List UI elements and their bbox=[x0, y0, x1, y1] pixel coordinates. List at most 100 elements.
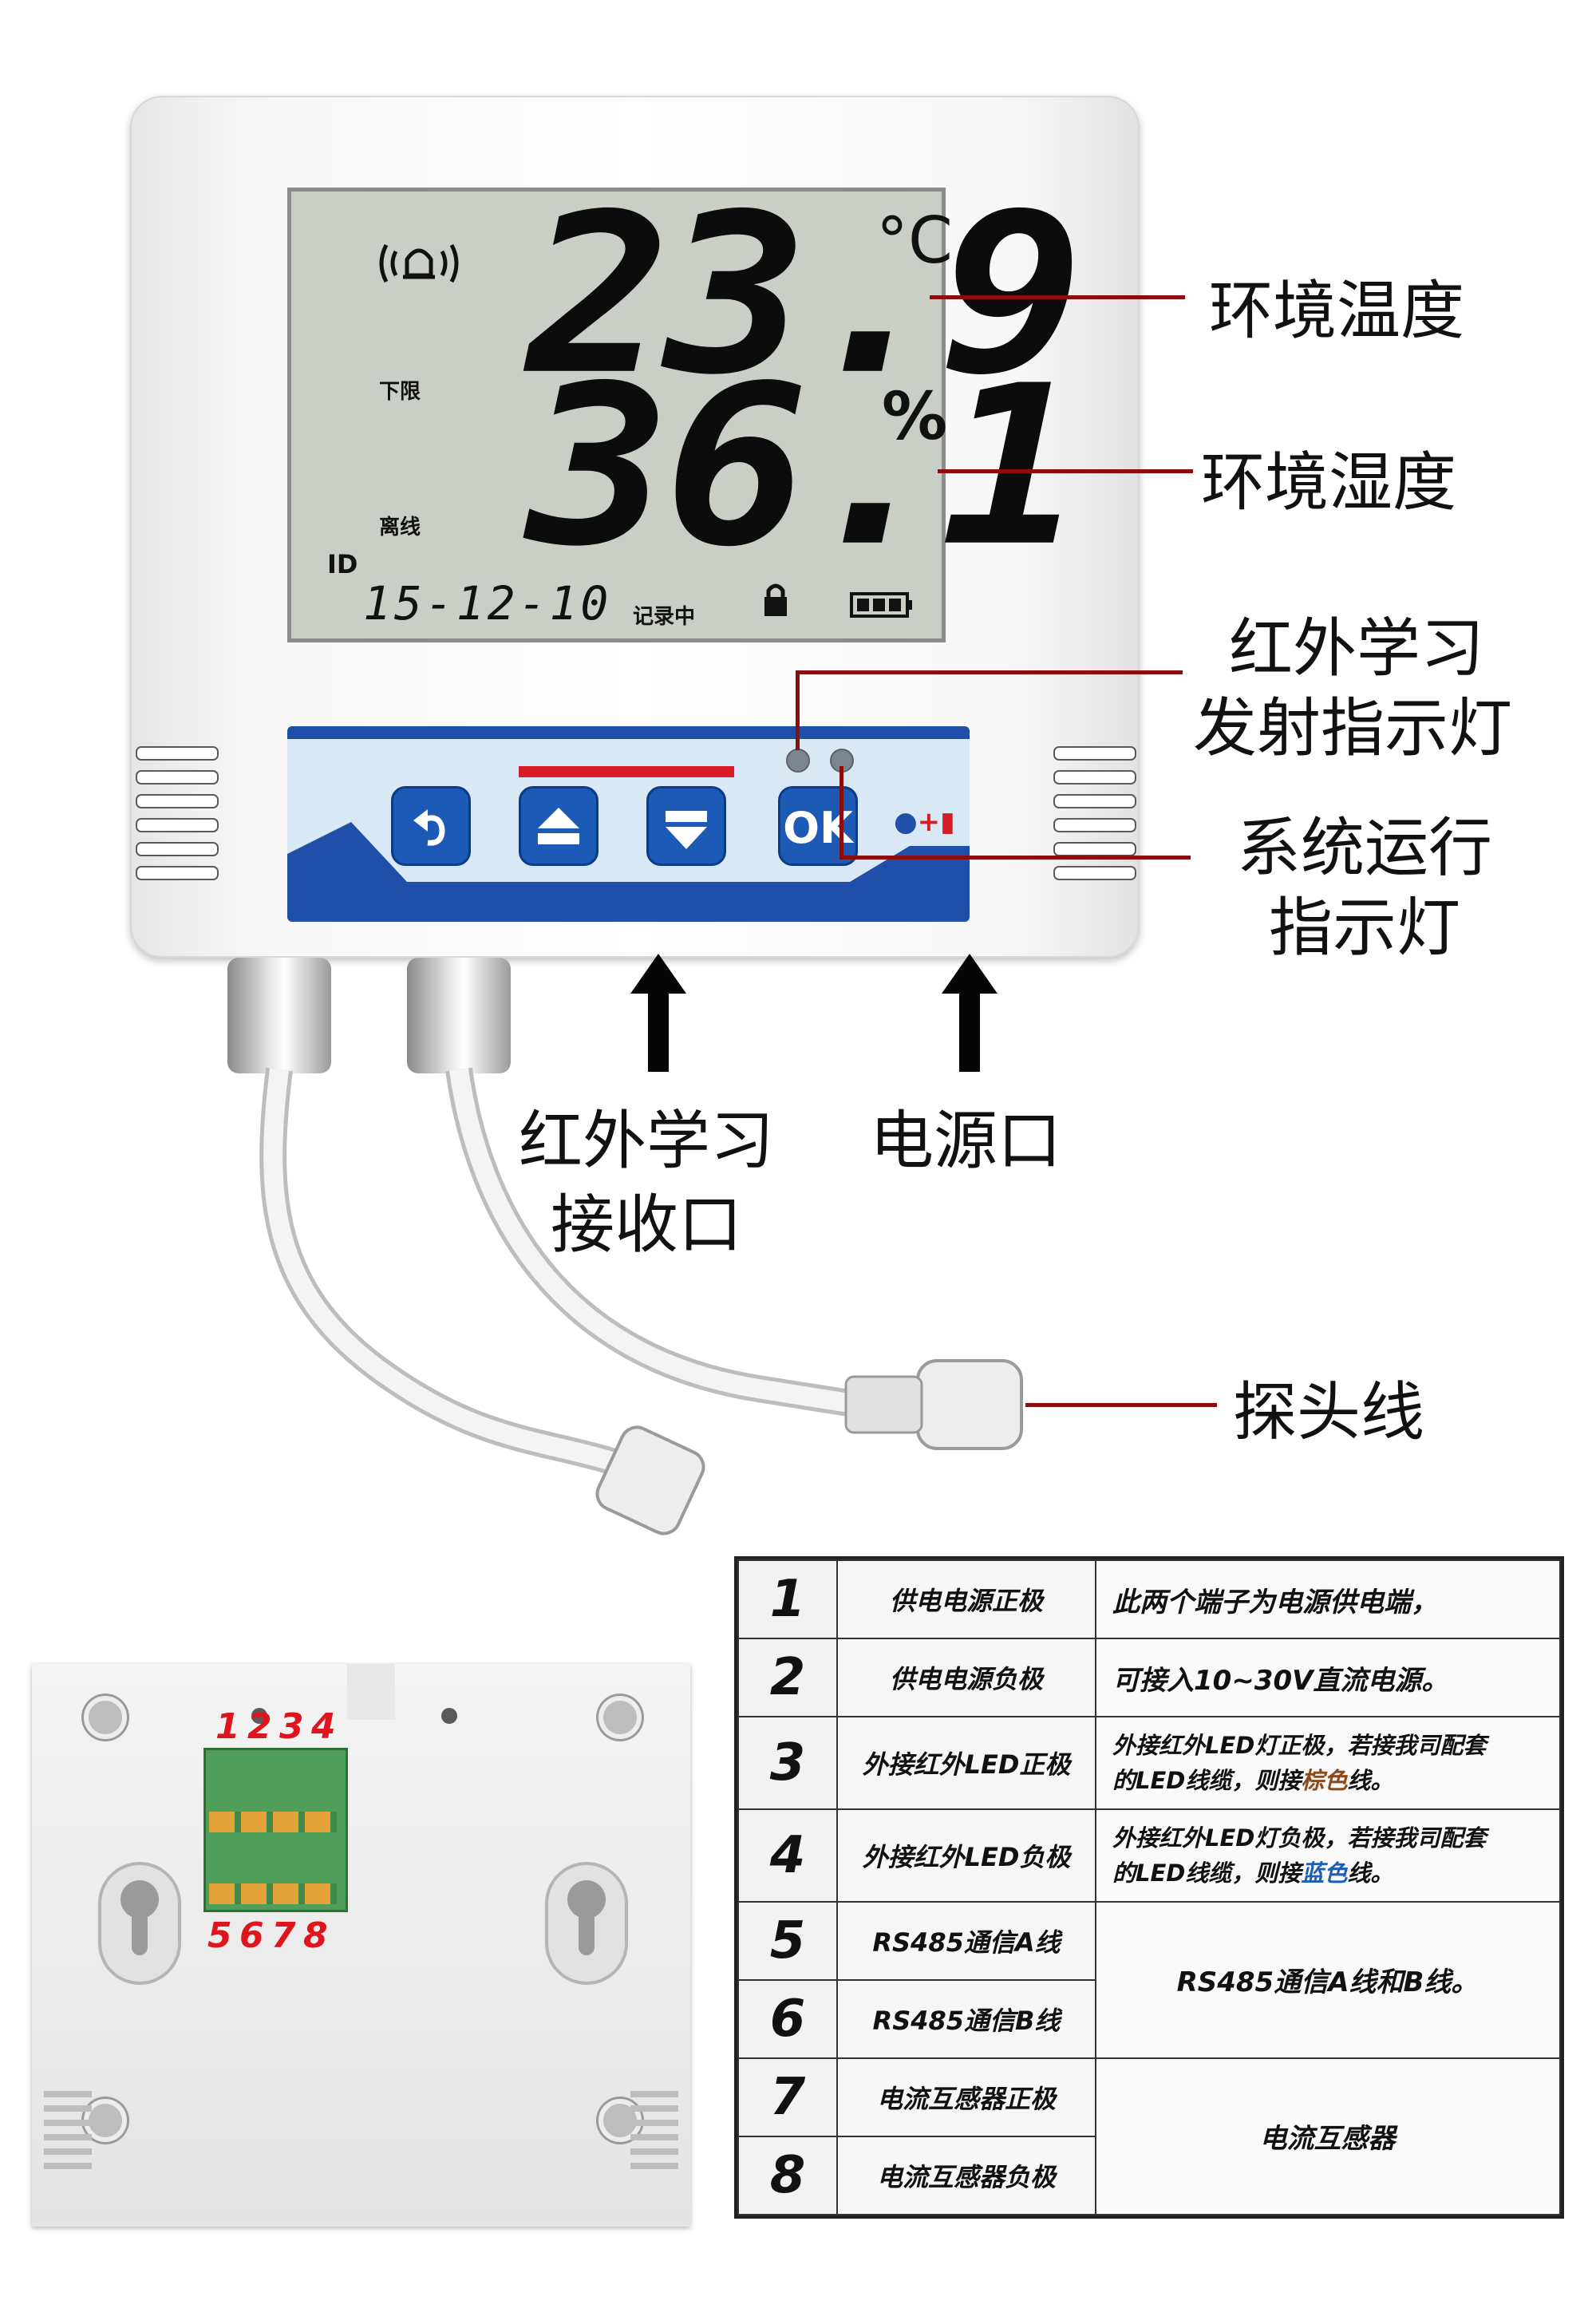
leader-sys-led-v bbox=[839, 766, 843, 858]
callout-sys-led-1: 系统运行 bbox=[1237, 811, 1492, 885]
desc-led-pos: 外接红外LED灯正极，若接我司配套 的LED线缆，则接棕色线。 bbox=[1095, 1716, 1561, 1810]
table-row: 2 供电电源负极 可接入10~30V直流电源。 bbox=[737, 1638, 1561, 1718]
row-name: 电流互感器正极 bbox=[836, 2057, 1096, 2137]
down-arrow-icon bbox=[666, 811, 707, 849]
table-row: 1 供电电源正极 此两个端子为电源供电端， bbox=[737, 1559, 1561, 1640]
wiring-table: 1 供电电源正极 此两个端子为电源供电端， 2 供电电源负极 可接入10~30V… bbox=[734, 1556, 1564, 2219]
row-name: RS485通信B线 bbox=[836, 1978, 1096, 2059]
offline-label: 离线 bbox=[379, 516, 421, 539]
humidity-readout: 36.1 bbox=[527, 338, 1084, 595]
terminal-5: 5 bbox=[207, 1915, 232, 1956]
keyhole-slot-left bbox=[98, 1862, 181, 1985]
lcd-screen bbox=[287, 188, 946, 642]
leader-env-hum bbox=[938, 469, 1193, 473]
callout-sys-led-2: 指示灯 bbox=[1269, 891, 1460, 965]
probe-cables bbox=[259, 1067, 1023, 1535]
back-vent-left bbox=[44, 2091, 92, 2171]
terminal-4: 4 bbox=[311, 1706, 336, 1747]
plus-symbol: + bbox=[917, 806, 941, 838]
leader-ir-led-v bbox=[796, 670, 800, 750]
table-row: 5 RS485通信A线 RS485通信A线和B线。 bbox=[737, 1900, 1561, 2059]
leader-ir-led-h bbox=[796, 670, 1183, 674]
temperature-readout: 23.9 bbox=[527, 167, 1084, 424]
alarm-bell-icon bbox=[379, 243, 459, 283]
desc-text: 线。 bbox=[1347, 1859, 1394, 1887]
connector-right bbox=[916, 1359, 1023, 1450]
terminal-pins-bottom bbox=[209, 1883, 337, 1904]
leader-probe bbox=[1025, 1403, 1217, 1407]
up-button[interactable] bbox=[519, 786, 598, 866]
desc-text: 外接红外LED灯正极，若接我司配套 bbox=[1112, 1732, 1487, 1760]
undo-icon bbox=[413, 809, 445, 846]
ir-receiver-arrow-icon bbox=[630, 954, 686, 1072]
terminal-6: 6 bbox=[239, 1915, 264, 1956]
callout-ir-led-2: 发射指示灯 bbox=[1193, 691, 1512, 765]
desc-rs485: RS485通信A线和B线。 bbox=[1095, 1900, 1561, 2059]
down-button[interactable] bbox=[646, 786, 726, 866]
desc-ct: 电流互感器 bbox=[1095, 2057, 1561, 2216]
row-number: 5 bbox=[737, 1900, 838, 1981]
table-row: 3 外接红外LED正极 外接红外LED灯正极，若接我司配套 的LED线缆，则接棕… bbox=[737, 1716, 1561, 1810]
desc-text: 的LED线缆，则接 bbox=[1112, 1859, 1302, 1887]
cable-gland-right bbox=[407, 958, 511, 1073]
callout-env-temp: 环境温度 bbox=[1209, 274, 1464, 348]
mount-hole bbox=[84, 1696, 127, 1739]
keyhole-slot-right bbox=[545, 1862, 628, 1985]
terminal-3: 3 bbox=[279, 1706, 304, 1747]
brown-wire-text: 棕色 bbox=[1301, 1767, 1348, 1795]
table-row: 7 电流互感器正极 电流互感器 bbox=[737, 2057, 1561, 2216]
terminal-2: 2 bbox=[247, 1706, 272, 1747]
terminal-8: 8 bbox=[303, 1915, 328, 1956]
row-name: 外接红外LED负极 bbox=[836, 1808, 1096, 1903]
table-row: 6 RS485通信B线 bbox=[737, 1978, 1560, 2059]
desc-power-1: 此两个端子为电源供电端， bbox=[1095, 1559, 1561, 1640]
row-number: 4 bbox=[737, 1808, 838, 1903]
cable-gland-left bbox=[227, 958, 331, 1073]
callout-ir-recv-1: 红外学习 bbox=[519, 1104, 774, 1178]
callout-power-port: 电源口 bbox=[870, 1104, 1061, 1178]
callout-env-hum: 环境湿度 bbox=[1201, 445, 1456, 520]
connector-left bbox=[595, 1425, 705, 1535]
recording-label: 记录中 bbox=[633, 605, 696, 629]
row-number: 6 bbox=[737, 1978, 838, 2059]
row-number: 7 bbox=[737, 2057, 838, 2137]
row-number: 8 bbox=[737, 2135, 838, 2216]
accent-bar bbox=[519, 766, 734, 777]
desc-text: 的LED线缆，则接 bbox=[1112, 1767, 1302, 1795]
battery-icon bbox=[850, 592, 912, 618]
leader-sys-led-h bbox=[839, 856, 1191, 860]
back-notch bbox=[347, 1664, 395, 1720]
row-number: 2 bbox=[737, 1638, 838, 1718]
thermometer-icon: ▮ bbox=[940, 806, 955, 838]
terminal-7: 7 bbox=[271, 1915, 296, 1956]
row-name: 外接红外LED正极 bbox=[836, 1716, 1096, 1810]
row-name: RS485通信A线 bbox=[836, 1900, 1096, 1981]
screw-dot bbox=[251, 1708, 267, 1724]
back-vent-right bbox=[630, 2091, 678, 2171]
row-name: 供电电源负极 bbox=[836, 1638, 1096, 1718]
desc-text: 线。 bbox=[1347, 1767, 1394, 1795]
date-readout: 15-12-10 bbox=[363, 576, 612, 630]
lock-icon bbox=[764, 583, 787, 616]
humidity-unit: % bbox=[882, 379, 948, 455]
row-number: 1 bbox=[737, 1559, 838, 1640]
table-row: 8 电流互感器负极 bbox=[737, 2135, 1560, 2216]
desc-text: 外接红外LED灯负极，若接我司配套 bbox=[1112, 1824, 1487, 1852]
leader-env-temp bbox=[930, 295, 1185, 299]
lower-limit-label: 下限 bbox=[379, 380, 421, 404]
water-drop-icon: ● bbox=[894, 806, 918, 838]
id-label: ID bbox=[327, 549, 358, 579]
table-row: 4 外接红外LED负极 外接红外LED灯负极，若接我司配套 的LED线缆，则接蓝… bbox=[737, 1808, 1561, 1903]
temperature-unit: °C bbox=[876, 204, 953, 278]
power-port-arrow-icon bbox=[942, 954, 998, 1072]
row-number: 3 bbox=[737, 1716, 838, 1810]
desc-led-neg: 外接红外LED灯负极，若接我司配套 的LED线缆，则接蓝色线。 bbox=[1095, 1808, 1561, 1903]
callout-ir-recv-2: 接收口 bbox=[551, 1188, 742, 1262]
terminal-1: 1 bbox=[215, 1706, 240, 1747]
row-name: 电流互感器负极 bbox=[836, 2135, 1096, 2216]
blue-wire-text: 蓝色 bbox=[1301, 1859, 1348, 1887]
callout-ir-led-1: 红外学习 bbox=[1229, 611, 1484, 686]
terminal-pins-top bbox=[209, 1812, 337, 1832]
back-button[interactable] bbox=[391, 786, 471, 866]
callout-probe-cable: 探头线 bbox=[1233, 1375, 1424, 1449]
